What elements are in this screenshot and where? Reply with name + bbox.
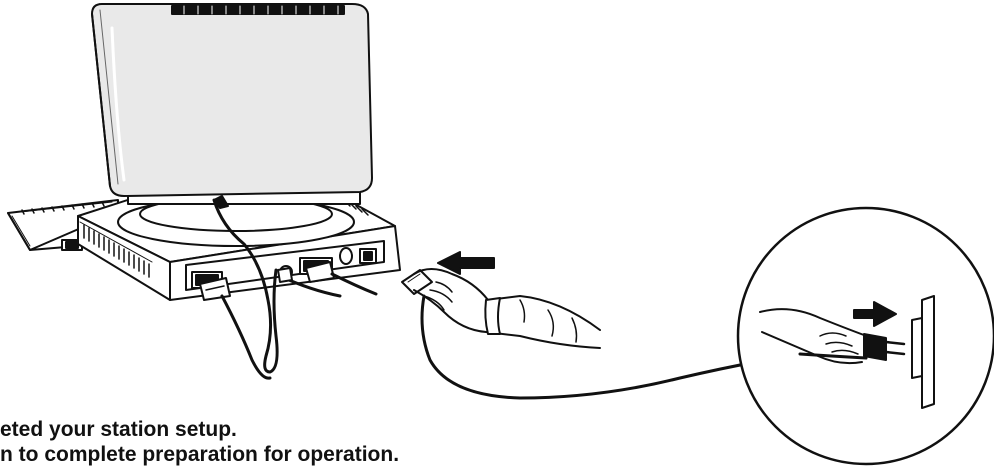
back-cables (200, 262, 376, 378)
caption-line-2: n to complete preparation for operation. (0, 443, 399, 467)
wall-outlet-icon (922, 296, 934, 408)
outlet-inset (738, 208, 994, 464)
power-plug-icon (864, 334, 886, 360)
caption-line-1: eted your station setup. (0, 418, 237, 442)
